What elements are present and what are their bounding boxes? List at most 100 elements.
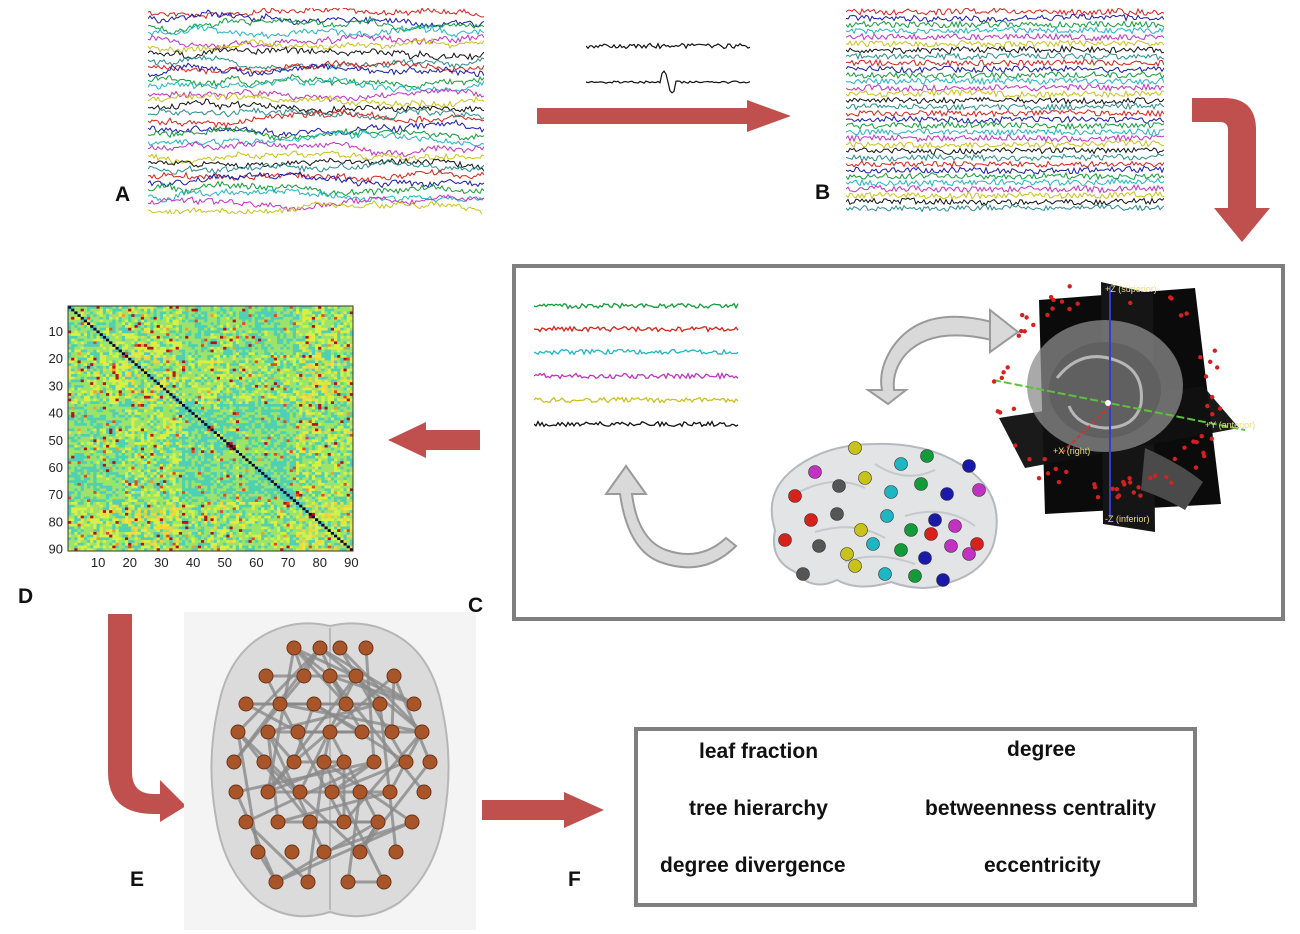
matrix-cell bbox=[102, 365, 107, 369]
matrix-cell bbox=[166, 346, 170, 350]
matrix-cell bbox=[90, 319, 94, 323]
matrix-cell bbox=[305, 330, 309, 334]
matrix-cell bbox=[125, 390, 129, 394]
matrix-cell bbox=[109, 330, 113, 334]
matrix-cell bbox=[242, 395, 246, 399]
matrix-cell bbox=[251, 423, 256, 427]
matrix-cell bbox=[343, 393, 347, 397]
matrix-cell bbox=[229, 444, 233, 448]
matrix-cell bbox=[324, 335, 328, 339]
matrix-cell bbox=[251, 341, 256, 345]
matrix-cell bbox=[77, 447, 81, 451]
matrix-cell bbox=[308, 390, 313, 394]
matrix-cell bbox=[267, 360, 271, 364]
matrix-cell bbox=[169, 368, 173, 372]
matrix-cell bbox=[223, 327, 227, 331]
matrix-cell bbox=[156, 319, 161, 323]
matrix-cell bbox=[125, 314, 129, 318]
matrix-cell bbox=[121, 314, 126, 318]
matrix-cell bbox=[296, 357, 300, 361]
matrix-cell bbox=[194, 406, 199, 410]
matrix-cell bbox=[185, 382, 189, 386]
matrix-cell bbox=[235, 349, 240, 353]
matrix-cell bbox=[318, 330, 322, 334]
matrix-cell bbox=[232, 379, 237, 383]
matrix-cell bbox=[156, 412, 161, 416]
matrix-cell bbox=[156, 436, 161, 440]
matrix-cell bbox=[147, 409, 151, 413]
matrix-cell bbox=[77, 338, 81, 342]
matrix-cell bbox=[318, 420, 322, 424]
matrix-cell bbox=[131, 346, 135, 350]
matrix-cell bbox=[125, 330, 129, 334]
matrix-cell bbox=[349, 442, 354, 446]
matrix-cell bbox=[178, 384, 183, 388]
matrix-cell bbox=[299, 349, 303, 353]
matrix-cell bbox=[140, 401, 145, 405]
matrix-cell bbox=[258, 439, 262, 443]
matrix-cell bbox=[337, 327, 341, 331]
matrix-cell bbox=[71, 398, 75, 402]
matrix-cell bbox=[191, 401, 195, 405]
matrix-cell bbox=[109, 412, 113, 416]
matrix-cell bbox=[121, 338, 126, 342]
matrix-cell bbox=[337, 414, 341, 418]
matrix-cell bbox=[102, 439, 107, 443]
matrix-cell bbox=[229, 379, 233, 383]
matrix-cell bbox=[321, 360, 325, 364]
matrix-cell bbox=[163, 444, 167, 448]
matrix-cell bbox=[226, 355, 230, 359]
matrix-cell bbox=[267, 357, 271, 361]
matrix-cell bbox=[248, 306, 252, 310]
matrix-cell bbox=[258, 409, 262, 413]
matrix-cell bbox=[223, 319, 227, 323]
matrix-cell bbox=[349, 379, 354, 383]
matrix-cell bbox=[337, 395, 341, 399]
matrix-cell bbox=[254, 423, 259, 427]
matrix-cell bbox=[321, 335, 325, 339]
matrix-cell bbox=[264, 387, 268, 391]
matrix-cell bbox=[109, 368, 113, 372]
matrix-cell bbox=[83, 447, 88, 451]
matrix-cell bbox=[128, 406, 132, 410]
matrix-cell bbox=[71, 420, 75, 424]
matrix-cell bbox=[248, 425, 252, 429]
matrix-cell bbox=[159, 371, 164, 375]
matrix-cell bbox=[235, 365, 240, 369]
matrix-cell bbox=[283, 346, 287, 350]
matrix-cell bbox=[128, 368, 132, 372]
matrix-cell bbox=[235, 433, 240, 437]
matrix-cell bbox=[296, 384, 300, 388]
matrix-cell bbox=[150, 322, 154, 326]
matrix-cell bbox=[128, 327, 132, 331]
sensor-dot bbox=[1215, 365, 1220, 370]
matrix-cell bbox=[327, 327, 332, 331]
matrix-cell bbox=[140, 322, 145, 326]
matrix-cell bbox=[128, 401, 132, 405]
matrix-cell bbox=[324, 371, 328, 375]
matrix-cell bbox=[289, 363, 294, 367]
matrix-cell bbox=[213, 344, 218, 348]
matrix-cell bbox=[118, 420, 123, 424]
matrix-cell bbox=[191, 374, 195, 378]
matrix-cell bbox=[334, 444, 338, 448]
matrix-cell bbox=[153, 393, 157, 397]
matrix-cell bbox=[264, 311, 268, 315]
matrix-cell bbox=[305, 360, 309, 364]
matrix-cell bbox=[235, 322, 240, 326]
matrix-cell bbox=[150, 333, 154, 337]
matrix-cell bbox=[118, 360, 123, 364]
matrix-cell bbox=[147, 404, 151, 408]
matrix-cell bbox=[239, 371, 243, 375]
matrix-cell bbox=[197, 363, 202, 367]
matrix-cell bbox=[115, 431, 119, 435]
matrix-cell bbox=[318, 316, 322, 320]
matrix-cell bbox=[150, 436, 154, 440]
matrix-cell bbox=[182, 390, 186, 394]
matrix-cell bbox=[147, 395, 151, 399]
matrix-cell bbox=[188, 379, 192, 383]
matrix-cell bbox=[296, 311, 300, 315]
matrix-cell bbox=[197, 384, 202, 388]
matrix-cell bbox=[254, 436, 259, 440]
matrix-cell bbox=[115, 327, 119, 331]
